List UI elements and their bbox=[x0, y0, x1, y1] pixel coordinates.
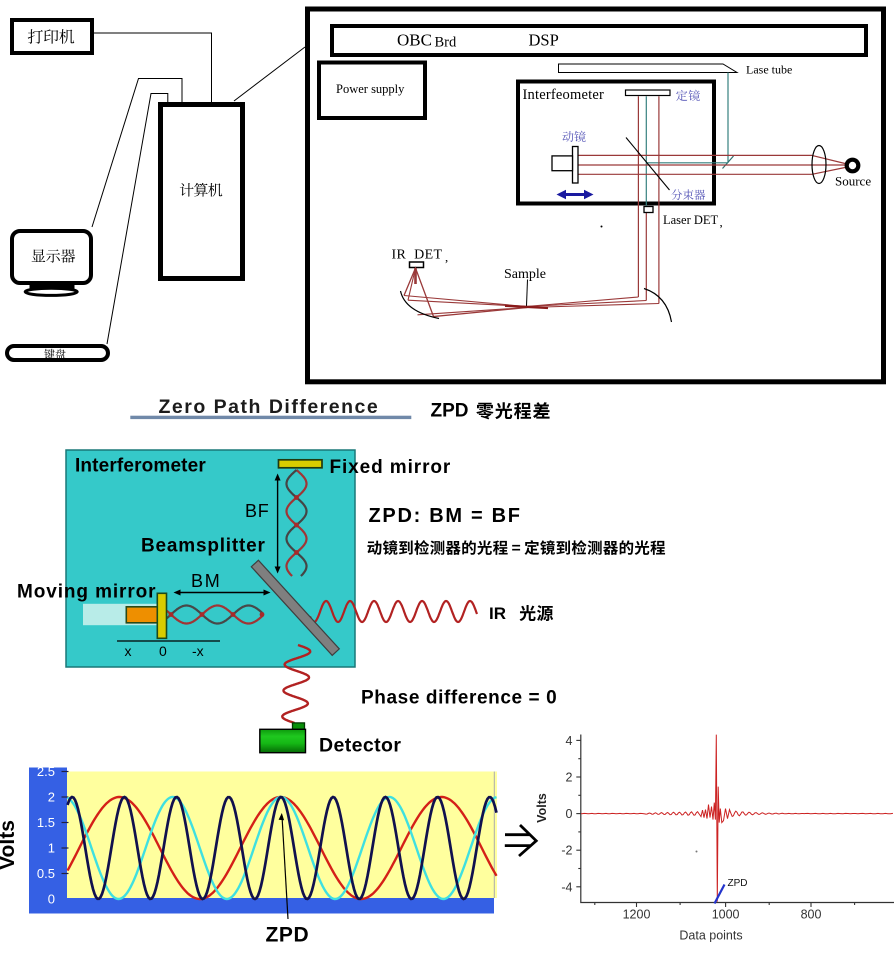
svg-text:Source: Source bbox=[835, 174, 871, 189]
svg-text:Beamsplitter: Beamsplitter bbox=[141, 536, 266, 557]
svg-text:Lase tube: Lase tube bbox=[746, 63, 792, 77]
svg-text:ZPD: ZPD bbox=[266, 924, 310, 947]
svg-text:,: , bbox=[445, 250, 448, 265]
svg-text:,: , bbox=[720, 215, 723, 230]
svg-text:1.5: 1.5 bbox=[37, 815, 55, 830]
svg-text:800: 800 bbox=[801, 908, 822, 922]
svg-text:Brd: Brd bbox=[435, 35, 458, 51]
svg-text:-4: -4 bbox=[561, 880, 572, 894]
svg-text:0: 0 bbox=[159, 643, 167, 659]
svg-text:4: 4 bbox=[566, 734, 573, 748]
svg-text:Zero Path Difference: Zero Path Difference bbox=[159, 396, 380, 418]
svg-text:Moving mirror: Moving mirror bbox=[17, 582, 156, 603]
svg-text:Data points: Data points bbox=[679, 929, 742, 943]
svg-text:Volts: Volts bbox=[0, 820, 19, 870]
svg-text:Fixed mirror: Fixed mirror bbox=[330, 457, 452, 478]
svg-text:Sample: Sample bbox=[504, 267, 546, 282]
svg-text:Phase difference = 0: Phase difference = 0 bbox=[361, 688, 557, 709]
svg-text:2: 2 bbox=[566, 771, 573, 785]
svg-text:-x: -x bbox=[192, 643, 204, 659]
svg-text:-2: -2 bbox=[561, 844, 572, 858]
svg-text:IR: IR bbox=[489, 604, 506, 623]
svg-text:ZPD: BM = BF: ZPD: BM = BF bbox=[369, 505, 522, 527]
svg-text:ZPD: ZPD bbox=[728, 878, 748, 889]
svg-text:Detector: Detector bbox=[319, 735, 401, 757]
svg-text:Laser DET: Laser DET bbox=[663, 213, 719, 227]
svg-text:1: 1 bbox=[48, 841, 55, 856]
svg-text:OBC: OBC bbox=[397, 31, 432, 50]
svg-text:IR DET: IR DET bbox=[392, 248, 443, 263]
svg-text:1000: 1000 bbox=[712, 908, 740, 922]
svg-text:x: x bbox=[125, 643, 132, 659]
svg-text:2.5: 2.5 bbox=[37, 764, 55, 779]
svg-text:BF: BF bbox=[245, 501, 270, 521]
svg-text:Interferometer: Interferometer bbox=[75, 456, 206, 477]
svg-text:0.5: 0.5 bbox=[37, 866, 55, 881]
svg-text:DSP: DSP bbox=[529, 31, 559, 50]
svg-text:Interfeometer: Interfeometer bbox=[523, 87, 605, 103]
svg-text:ZPD: ZPD bbox=[431, 401, 469, 422]
svg-text:1200: 1200 bbox=[623, 908, 651, 922]
svg-text:0: 0 bbox=[566, 807, 573, 821]
svg-text:Volts: Volts bbox=[535, 793, 549, 823]
svg-text:2: 2 bbox=[48, 790, 55, 805]
svg-text:0: 0 bbox=[48, 892, 55, 907]
svg-text:BM: BM bbox=[191, 571, 222, 591]
svg-text:Power supply: Power supply bbox=[336, 82, 405, 96]
